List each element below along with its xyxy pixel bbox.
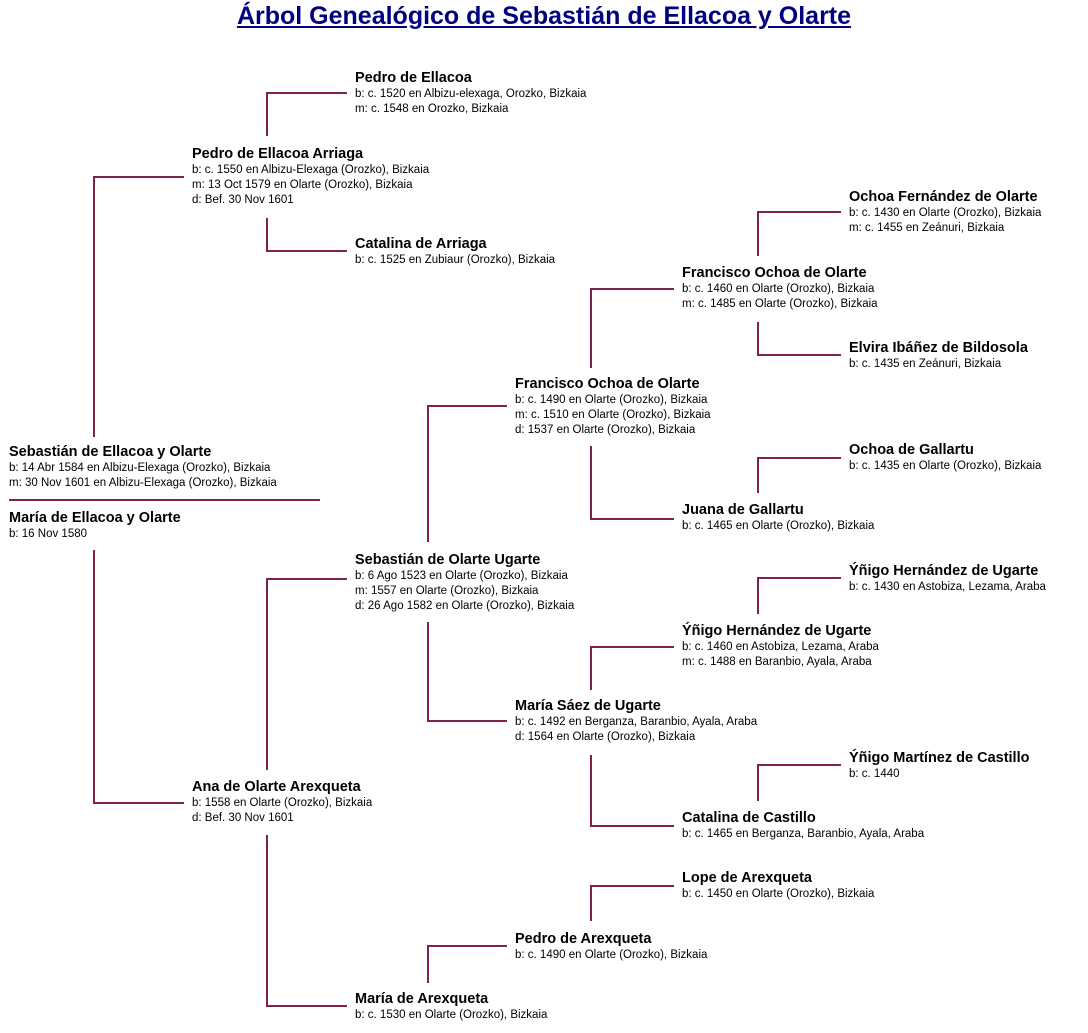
person-box: Ýñigo Hernández de Ugarte b: c. 1460 en A… (682, 622, 879, 670)
person-name[interactable]: Francisco Ochoa de Olarte (682, 265, 867, 281)
person-box: María de Arexqueta b: c. 1530 en Olarte (… (355, 990, 547, 1023)
person-detail: b: c. 1525 en Zubiaur (Orozko), Bizkaia (355, 254, 556, 266)
person-name[interactable]: Sebastián de Olarte Ugarte (355, 552, 541, 568)
person-detail: d: 1564 en Olarte (Orozko), Bizkaia (515, 731, 696, 743)
person-detail: b: c. 1490 en Olarte (Orozko), Bizkaia (515, 394, 708, 406)
person-detail: d: Bef. 30 Nov 1601 (192, 812, 294, 824)
person-detail: b: 1558 en Olarte (Orozko), Bizkaia (192, 797, 373, 809)
person-name[interactable]: Juana de Gallartu (682, 502, 804, 518)
person-box: Francisco Ochoa de Olarte b: c. 1460 en O… (682, 264, 878, 312)
person-detail: m: c. 1510 en Olarte (Orozko), Bizkaia (515, 409, 711, 421)
person-box: Pedro de Ellacoa Arriaga b: c. 1550 en Al… (192, 145, 429, 208)
person-detail: b: c. 1460 en Astobiza, Lezama, Araba (682, 641, 879, 653)
person-detail: m: 13 Oct 1579 en Olarte (Orozko), Bizka… (192, 179, 413, 191)
person-detail: b: c. 1530 en Olarte (Orozko), Bizkaia (355, 1009, 548, 1021)
person-box: Ýñigo Hernández de Ugarte b: c. 1430 en A… (849, 562, 1046, 595)
person-box: Catalina de Arriaga b: c. 1525 en Zubiaur… (355, 235, 555, 268)
person-detail: d: 26 Ago 1582 en Olarte (Orozko), Bizka… (355, 600, 575, 612)
person-detail: m: 1557 en Olarte (Orozko), Bizkaia (355, 585, 539, 597)
person-detail: b: c. 1492 en Berganza, Baranbio, Ayala,… (515, 716, 758, 728)
person-name[interactable]: Elvira Ibáñez de Bildosola (849, 340, 1028, 356)
person-detail: b: c. 1520 en Albizu-elexaga, Orozko, Bi… (355, 88, 587, 100)
person-detail: m: c. 1485 en Olarte (Orozko), Bizkaia (682, 298, 878, 310)
person-box: Pedro de Ellacoa b: c. 1520 en Albizu-ele… (355, 69, 586, 117)
person-name[interactable]: Ýñigo Martínez de Castillo (849, 750, 1030, 766)
person-detail: b: c. 1440 (849, 768, 900, 780)
person-box: Ýñigo Martínez de Castillo b: c. 1440 (849, 749, 1029, 782)
person-name[interactable]: Ana de Olarte Arexqueta (192, 779, 361, 795)
person-detail: b: c. 1490 en Olarte (Orozko), Bizkaia (515, 949, 708, 961)
person-name[interactable]: Pedro de Arexqueta (515, 931, 652, 947)
person-name[interactable]: Ochoa Fernández de Olarte (849, 189, 1038, 205)
person-name[interactable]: Sebastián de Ellacoa y Olarte (9, 444, 212, 460)
person-box: Ochoa Fernández de Olarte b: c. 1430 en O… (849, 188, 1041, 236)
person-name[interactable]: Francisco Ochoa de Olarte (515, 376, 700, 392)
person-detail: b: c. 1430 en Astobiza, Lezama, Araba (849, 581, 1046, 593)
person-detail: m: c. 1548 en Orozko, Bizkaia (355, 103, 509, 115)
person-name[interactable]: Pedro de Ellacoa (355, 70, 472, 86)
person-name[interactable]: María Sáez de Ugarte (515, 698, 661, 714)
person-box: Pedro de Arexqueta b: c. 1490 en Olarte (… (515, 930, 707, 963)
person-name[interactable]: Ochoa de Gallartu (849, 442, 974, 458)
person-box: Elvira Ibáñez de Bildosola b: c. 1435 en … (849, 339, 1028, 372)
person-detail: b: c. 1550 en Albizu-Elexaga (Orozko), B… (192, 164, 430, 176)
person-box: Sebastián de Olarte Ugarte b: 6 Ago 1523 … (355, 551, 574, 614)
person-box: María Sáez de Ugarte b: c. 1492 en Bergan… (515, 697, 757, 745)
page-title: Árbol Genealógico de Sebastián de Ellaco… (236, 2, 852, 30)
person-name[interactable]: Catalina de Castillo (682, 810, 816, 826)
person-detail: b: c. 1435 en Olarte (Orozko), Bizkaia (849, 460, 1042, 472)
person-name[interactable]: Ýñigo Hernández de Ugarte (849, 563, 1039, 579)
person-detail: b: c. 1430 en Olarte (Orozko), Bizkaia (849, 207, 1042, 219)
person-name[interactable]: Lope de Arexqueta (682, 870, 812, 886)
person-detail: m: 30 Nov 1601 en Albizu-Elexaga (Orozko… (9, 477, 277, 489)
person-name[interactable]: María de Ellacoa y Olarte (9, 510, 181, 526)
person-detail: d: Bef. 30 Nov 1601 (192, 194, 294, 206)
person-detail: m: c. 1488 en Baranbio, Ayala, Araba (682, 656, 872, 668)
person-box: Lope de Arexqueta b: c. 1450 en Olarte (O… (682, 869, 874, 902)
person-detail: b: c. 1465 en Olarte (Orozko), Bizkaia (682, 520, 875, 532)
person-detail: b: c. 1465 en Berganza, Baranbio, Ayala,… (682, 828, 925, 840)
person-box: Francisco Ochoa de Olarte b: c. 1490 en O… (515, 375, 711, 438)
person-box: Sebastián de Ellacoa y Olarte b: 14 Abr 1… (9, 443, 277, 491)
person-name[interactable]: María de Arexqueta (355, 991, 489, 1007)
person-box: Ana de Olarte Arexqueta b: 1558 en Olarte… (192, 778, 372, 826)
person-name[interactable]: Ýñigo Hernández de Ugarte (682, 623, 872, 639)
person-box: María de Ellacoa y Olarte b: 16 Nov 1580 (9, 509, 181, 542)
person-detail: b: c. 1460 en Olarte (Orozko), Bizkaia (682, 283, 875, 295)
person-name[interactable]: Pedro de Ellacoa Arriaga (192, 146, 364, 162)
person-box: Juana de Gallartu b: c. 1465 en Olarte (O… (682, 501, 874, 534)
person-name[interactable]: Catalina de Arriaga (355, 236, 487, 252)
person-detail: b: c. 1435 en Zeánuri, Bizkaia (849, 358, 1002, 370)
person-detail: m: c. 1455 en Zeánuri, Bizkaia (849, 222, 1005, 234)
person-detail: b: 14 Abr 1584 en Albizu-Elexaga (Orozko… (9, 462, 271, 474)
person-box: Catalina de Castillo b: c. 1465 en Bergan… (682, 809, 924, 842)
person-box: Ochoa de Gallartu b: c. 1435 en Olarte (O… (849, 441, 1041, 474)
person-detail: b: 6 Ago 1523 en Olarte (Orozko), Bizkai… (355, 570, 568, 582)
person-detail: b: c. 1450 en Olarte (Orozko), Bizkaia (682, 888, 875, 900)
person-detail: d: 1537 en Olarte (Orozko), Bizkaia (515, 424, 696, 436)
person-detail: b: 16 Nov 1580 (9, 528, 88, 540)
